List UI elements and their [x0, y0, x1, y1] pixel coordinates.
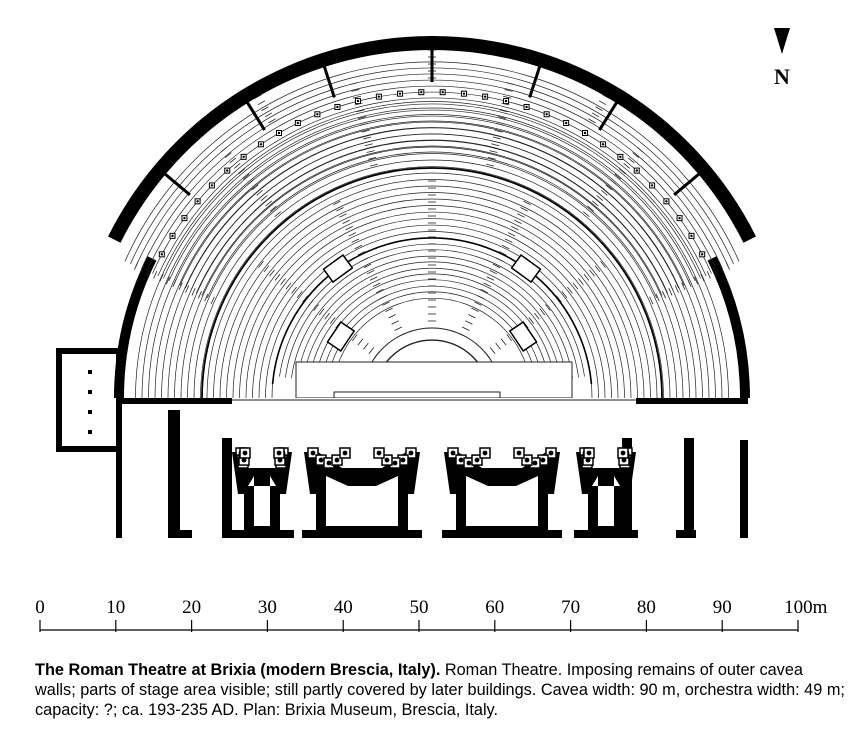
cavea-wall-west — [114, 256, 157, 398]
scale-tick-label: 70 — [561, 597, 581, 618]
scaenae-frons — [168, 410, 748, 538]
caption-title: The Roman Theatre at Brixia (modern Bres… — [35, 661, 441, 679]
outer-cavea-wall — [108, 36, 756, 243]
scale-tick-label: 90 — [712, 597, 732, 618]
scale-tick-label: 80 — [636, 597, 656, 618]
north-label: N — [774, 64, 790, 89]
west-annex — [56, 348, 122, 538]
orchestra-floor — [295, 361, 573, 399]
caption: The Roman Theatre at Brixia (modern Bres… — [35, 660, 845, 720]
theatre-plan — [39, 36, 799, 632]
north-indicator: N — [764, 28, 800, 88]
vomitorium — [326, 321, 356, 352]
scale-tick-label: 100m — [784, 597, 828, 618]
vomitorium — [322, 253, 354, 284]
radial-stairs — [134, 49, 730, 359]
scale-tick-label: 40 — [333, 597, 353, 618]
scale-tick-label: 60 — [485, 597, 505, 618]
scale-bar — [39, 620, 799, 632]
scale-tick-label: 20 — [182, 597, 202, 618]
scale-tick-label: 0 — [35, 597, 45, 618]
colonnade-posts — [158, 89, 706, 258]
scale-tick-label: 50 — [409, 597, 429, 618]
scale-tick-label: 30 — [257, 597, 277, 618]
vomitorium — [510, 253, 542, 284]
caption-text: Roman Theatre. Imposing remains of outer… — [35, 661, 845, 719]
vomitorium — [508, 321, 538, 352]
plan-drawing — [56, 36, 756, 538]
north-arrow-icon — [774, 28, 790, 54]
cavea-wall-east — [707, 256, 750, 398]
scale-tick-label: 10 — [106, 597, 126, 618]
praecinctio — [201, 167, 663, 399]
seating-rows — [124, 61, 740, 399]
